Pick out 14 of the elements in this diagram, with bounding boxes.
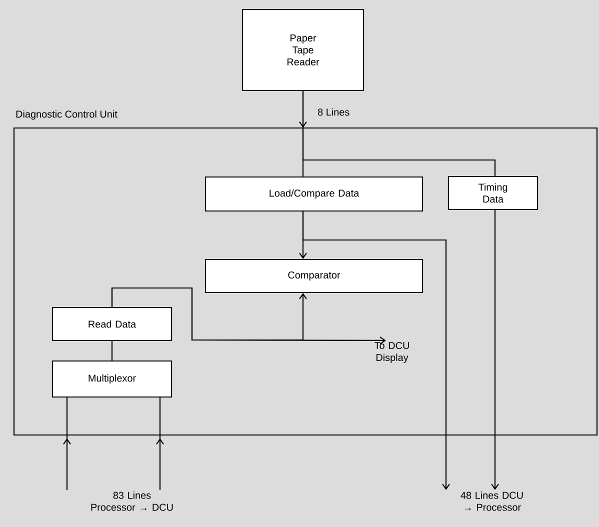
unit-heading: Diagnostic Control Unit (16, 110, 118, 120)
arrow (491, 210, 499, 490)
block-box: Load/Compare Data (204, 176, 424, 212)
signal-text: To DCU Display (374, 342, 409, 363)
arrow (111, 287, 386, 344)
block-box: Paper Tape Reader (242, 8, 364, 92)
unit-box (13, 127, 598, 436)
block-box: Comparator (204, 258, 424, 294)
block-box: Multiplexor (52, 360, 172, 398)
signal-text: 83 Lines Processor → DCU (91, 492, 173, 511)
block-box: Read Data (52, 306, 172, 342)
signal-text: 48 Lines DCU → Processor (460, 492, 523, 511)
block-box: Timing Data (448, 176, 538, 210)
arrow (302, 212, 450, 490)
